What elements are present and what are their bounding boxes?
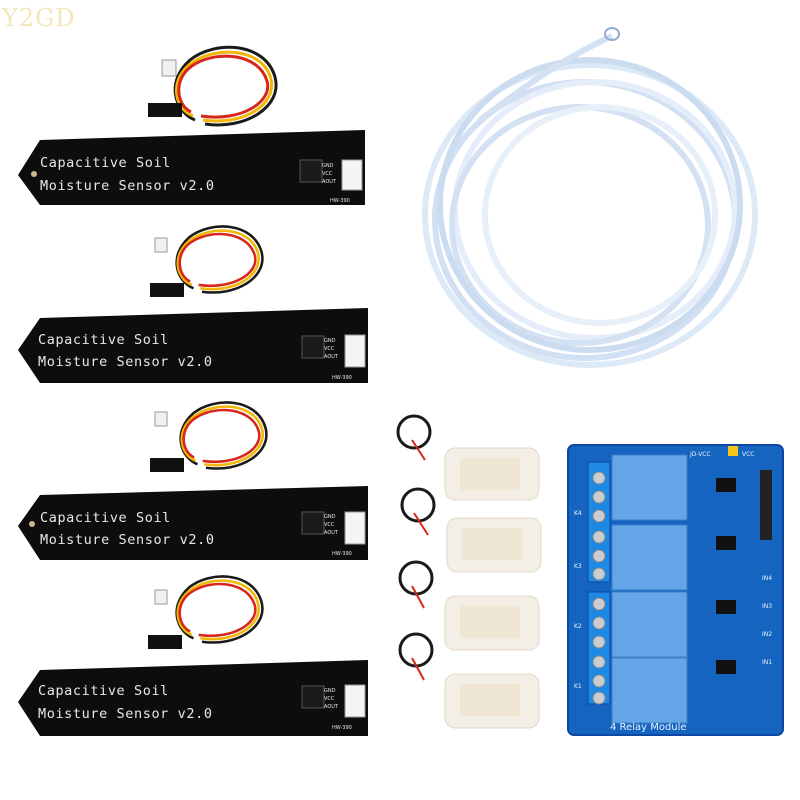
optocoupler (716, 660, 736, 674)
sensor-3: Capacitive Soil Moisture Sensor v2.0 GND… (18, 401, 368, 560)
label-in4: IN4 (762, 575, 772, 582)
dupont-connector (150, 283, 184, 297)
jst-connector (161, 59, 177, 77)
silk-vcc: VCC (322, 171, 333, 177)
mounting-dot (29, 521, 35, 527)
sensor-cable (173, 45, 278, 127)
dupont-connector (150, 458, 184, 472)
relay-module: JD-VCC VCC K4 K3 K2 K1 IN4 IN3 IN2 IN1 4… (567, 444, 784, 736)
silk-gnd: GND (324, 688, 336, 694)
sensor-cable (179, 401, 268, 470)
sensor-label-line2: Moisture Sensor v2.0 (40, 532, 215, 548)
label-in2: IN2 (762, 631, 772, 638)
sensor-1: Capacitive Soil Moisture Sensor v2.0 GND… (18, 45, 365, 205)
relay-module-title: 4 Relay Module (610, 722, 687, 733)
silk-aout: AOUT (324, 354, 339, 360)
silk-aout: AOUT (324, 704, 339, 710)
pump-1 (396, 414, 540, 501)
chip (301, 685, 325, 709)
silk-aout: AOUT (324, 530, 339, 536)
label-vcc: VCC (742, 451, 754, 458)
jst-connector (154, 411, 168, 427)
chip (301, 335, 325, 359)
watermark: Y2GD (2, 4, 76, 32)
label-k3: K3 (574, 563, 582, 570)
silk-model: HW-390 (332, 725, 352, 731)
terminal-screws (592, 471, 606, 705)
label-k1: K1 (574, 683, 582, 690)
mounting-dot (31, 171, 37, 177)
silk-vcc: VCC (324, 522, 335, 528)
sensor-label-line2: Moisture Sensor v2.0 (38, 706, 213, 722)
silk-vcc: VCC (324, 696, 335, 702)
tubing-coil (422, 27, 758, 368)
pump-2 (400, 487, 542, 573)
pump-3 (398, 560, 540, 651)
sensor-label-line1: Capacitive Soil (40, 510, 171, 526)
sensor-board (18, 486, 368, 560)
silk-model: HW-390 (330, 198, 350, 204)
relay-k4 (611, 454, 688, 521)
sensor-4: Capacitive Soil Moisture Sensor v2.0 GND… (18, 575, 368, 736)
pin-header (760, 470, 772, 540)
chip (301, 511, 325, 535)
silk-gnd: GND (324, 514, 336, 520)
silk-model: HW-390 (332, 551, 352, 557)
jst-connector (154, 237, 168, 253)
relay-k3 (611, 524, 688, 591)
board-connector (344, 511, 366, 545)
sensor-label-line1: Capacitive Soil (38, 683, 169, 699)
sensor-board (18, 130, 365, 205)
label-k2: K2 (574, 623, 582, 630)
silk-gnd: GND (322, 163, 334, 169)
board-connector (341, 159, 363, 191)
sensor-label-line2: Moisture Sensor v2.0 (38, 354, 213, 370)
optocoupler (716, 600, 736, 614)
silk-vcc: VCC (324, 346, 335, 352)
board-connector (344, 684, 366, 718)
optocoupler (716, 478, 736, 492)
label-k4: K4 (574, 510, 582, 517)
jst-connector (154, 589, 168, 605)
label-in3: IN3 (762, 603, 772, 610)
silk-model: HW-390 (332, 375, 352, 381)
sensor-board (18, 660, 368, 736)
sensor-board (18, 308, 368, 383)
label-in1: IN1 (762, 659, 772, 666)
label-jd-vcc: JD-VCC (689, 451, 711, 458)
jumper-cap (728, 446, 738, 456)
silk-gnd: GND (324, 338, 336, 344)
dupont-connector (148, 103, 182, 117)
dupont-connector (148, 635, 182, 649)
silk-aout: AOUT (322, 179, 337, 185)
sensor-label-line1: Capacitive Soil (40, 155, 171, 171)
pumps (396, 414, 542, 729)
sensor-2: Capacitive Soil Moisture Sensor v2.0 GND… (18, 225, 368, 383)
sensor-cable (175, 575, 264, 644)
sensor-label-line1: Capacitive Soil (38, 332, 169, 348)
sensor-label-line2: Moisture Sensor v2.0 (40, 178, 215, 194)
relay-k1 (611, 657, 688, 724)
relay-k2 (611, 591, 688, 658)
board-connector (344, 334, 366, 368)
optocoupler (716, 536, 736, 550)
chip (299, 159, 323, 183)
sensor-cable (175, 225, 264, 294)
pump-4 (398, 632, 540, 729)
